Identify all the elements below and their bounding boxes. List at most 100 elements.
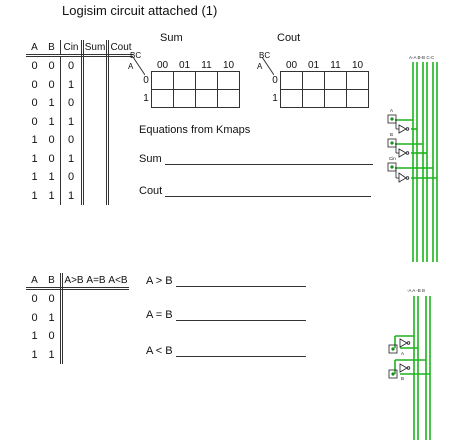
- header-a-eq-b: A=B: [85, 273, 107, 290]
- cell: 1: [43, 168, 61, 187]
- sum-equation-label: Sum: [139, 153, 162, 165]
- cell: 1: [31, 171, 38, 184]
- kmap-cout-corner-left: A: [257, 62, 263, 71]
- cout-equation-label: Cout: [139, 185, 163, 197]
- kmap-col-header: 01: [178, 59, 191, 71]
- cell-cout: [108, 168, 134, 187]
- header-a-lt-b: A<B: [107, 273, 129, 290]
- cell: [62, 309, 86, 328]
- bus-label: C-C: [426, 55, 435, 60]
- equations-heading: Equations from Kmaps: [139, 124, 251, 136]
- kmap-sum-title: Sum: [160, 32, 183, 44]
- compare-lt-label: A < B: [146, 345, 173, 357]
- cell: 1: [60, 149, 84, 168]
- sum-equation: Sum: [139, 153, 373, 165]
- cell: 0: [60, 131, 84, 150]
- compare-gt-blank[interactable]: [175, 286, 306, 287]
- cell: [107, 309, 129, 328]
- bus-label: B-B: [417, 55, 426, 60]
- sum-equation-blank[interactable]: [164, 164, 373, 165]
- compare-gt-label: A > B: [146, 275, 173, 287]
- kmap-cell: [302, 71, 325, 90]
- cell-sum: [82, 75, 109, 94]
- kmap-sum-corner-top: BC: [130, 51, 142, 60]
- kmap-row-header: 0: [270, 71, 281, 90]
- circuit1-bus-labels: A-A B-B C-C: [409, 55, 434, 60]
- cell: 0: [43, 327, 63, 346]
- compare-gt: A > B: [146, 275, 306, 287]
- header-a-gt-b: A>B: [61, 273, 85, 290]
- kmap-row-header: 1: [141, 89, 152, 108]
- cell: 1: [31, 134, 38, 147]
- cell: 1: [43, 308, 63, 327]
- kmap-cell: [217, 89, 240, 108]
- compare-eq-label: A = B: [146, 309, 173, 321]
- compare-lt-blank[interactable]: [175, 356, 306, 357]
- cell-cout: [108, 150, 134, 169]
- kmap-sum: 00 01 11 10 0 1: [141, 59, 240, 108]
- compare-eq-blank[interactable]: [175, 320, 306, 321]
- cell-sum: [82, 112, 109, 131]
- cell-cout: [108, 94, 134, 113]
- kmap-cell: [280, 71, 303, 90]
- cell-cout: [108, 76, 134, 95]
- cell-cout: [108, 113, 134, 132]
- cell: 0: [60, 55, 84, 76]
- cout-equation-blank[interactable]: [165, 196, 372, 197]
- cell: 0: [43, 55, 61, 76]
- kmap-col-header: 00: [285, 59, 298, 71]
- cell: 0: [43, 149, 61, 168]
- circuit2-pin-label: A: [401, 351, 405, 356]
- kmap-cell: [324, 89, 347, 108]
- cell-sum: [82, 186, 109, 205]
- kmap-cell: [151, 89, 174, 108]
- kmap-col-header: 11: [201, 59, 212, 71]
- cell: [62, 327, 86, 346]
- cout-equation: Cout: [139, 185, 372, 197]
- header-b: B: [43, 40, 61, 57]
- header-cin: Cin: [60, 40, 84, 57]
- logisim-circuit-comparator: -A A -B B A B: [380, 284, 442, 440]
- header-sum: Sum: [82, 40, 109, 57]
- kmap-row-header: 0: [141, 71, 152, 90]
- cell: 0: [31, 60, 38, 73]
- cell: [62, 346, 86, 365]
- cell-cout: [108, 131, 134, 150]
- cell: [85, 327, 107, 346]
- cell: 1: [31, 348, 38, 361]
- circuit1-pin-label: Cin: [389, 156, 396, 161]
- circuit1-pin-label: A: [390, 108, 394, 113]
- kmap-cout-corner-top: BC: [259, 51, 271, 60]
- cell: 1: [31, 189, 38, 202]
- cell: 0: [60, 168, 84, 187]
- cell-sum: [82, 149, 109, 168]
- kmap-row-header: 1: [270, 89, 281, 108]
- cell-sum: [82, 131, 109, 150]
- cell: 0: [31, 78, 38, 91]
- cell: 0: [43, 131, 61, 150]
- header-b: B: [43, 273, 63, 290]
- bus-label: A-A: [409, 55, 417, 60]
- kmap-cell: [195, 71, 218, 90]
- cell: 1: [31, 330, 38, 343]
- kmap-cell: [151, 71, 174, 90]
- cell: 0: [60, 94, 84, 113]
- kmap-cell: [346, 71, 369, 90]
- cell-sum: [82, 168, 109, 187]
- kmap-cell: [346, 89, 369, 108]
- circuit2-bus-labels: -A A -B B: [407, 288, 425, 293]
- header-a: A: [26, 40, 43, 57]
- cell: 0: [31, 293, 38, 306]
- compare-lt: A < B: [146, 345, 306, 357]
- cell: 1: [60, 75, 84, 94]
- kmap-cout: 00 01 11 10 0 1: [270, 59, 369, 108]
- cell: 0: [31, 311, 38, 324]
